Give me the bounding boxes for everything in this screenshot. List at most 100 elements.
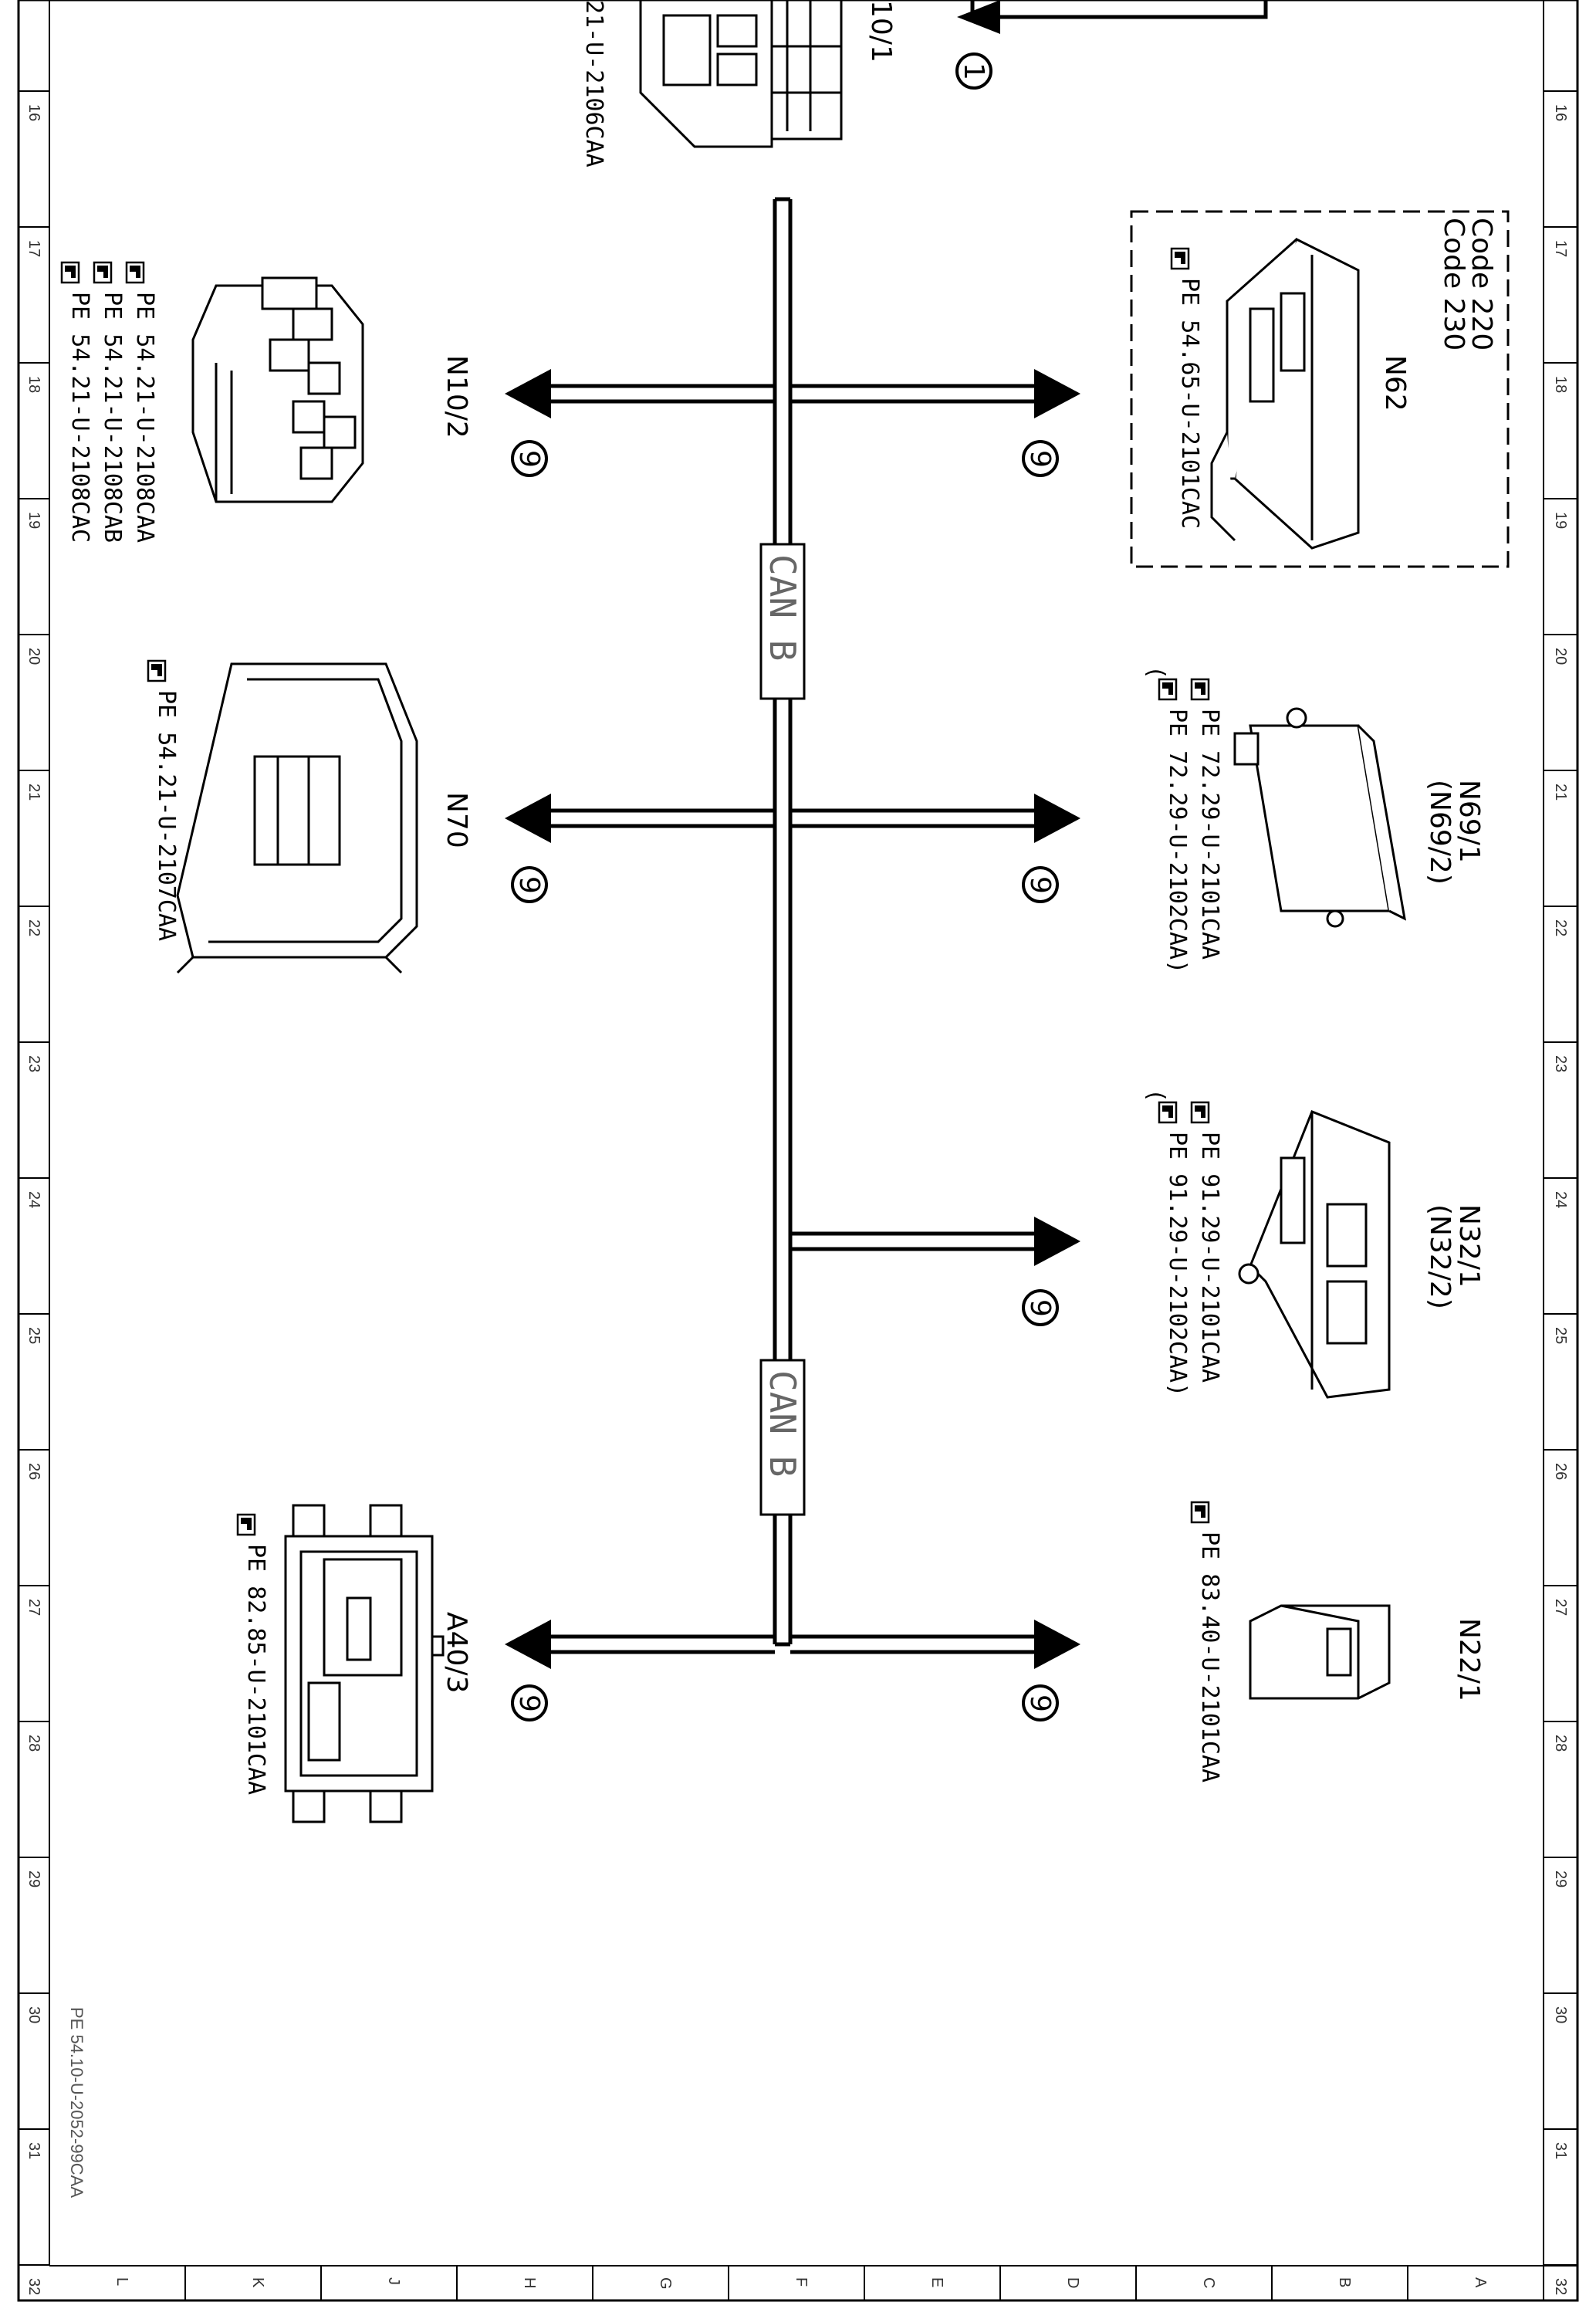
arrow-head-icon xyxy=(1034,794,1080,843)
row-number: 29 xyxy=(25,1870,42,1887)
n62-code-230: Code 230 xyxy=(1438,218,1469,350)
row-number: 25 xyxy=(1552,1327,1569,1344)
component-n22-1: N22/1 PE 83.40-U-2101CAA xyxy=(1190,1501,1485,1782)
row-number: 21 xyxy=(1552,784,1569,801)
row-number: 23 xyxy=(25,1055,42,1072)
arrow-head-icon xyxy=(505,369,551,418)
arrow-head-icon xyxy=(1034,1217,1080,1266)
top-partial-section: 1 10/1 21-U-2106CAA xyxy=(580,0,1268,168)
can-b-label-1: CAN B xyxy=(759,543,806,700)
column-letter: C xyxy=(1200,2277,1217,2288)
pointing-hand-icon xyxy=(1158,1101,1178,1124)
row-number: 27 xyxy=(25,1599,42,1616)
column-letter: D xyxy=(1064,2277,1081,2288)
svg-text:PE 82.85-U-2101CAA: PE 82.85-U-2101CAA xyxy=(242,1544,269,1795)
svg-text:PE 91.29-U-2101CAA: PE 91.29-U-2101CAA xyxy=(1196,1132,1223,1383)
arrow-head-icon xyxy=(957,0,1000,34)
n69-1-ref-2: 72.29-U-2102CAA) xyxy=(1164,750,1191,973)
row-number: 22 xyxy=(25,919,42,936)
n32-1-alt-id: (N32/2) xyxy=(1424,1204,1456,1309)
arrow-head-icon xyxy=(505,794,551,843)
column-letter: L xyxy=(113,2277,130,2286)
svg-text:(: ( xyxy=(1142,665,1169,679)
n69-1-ref-1: 72.29-U-2101CAA xyxy=(1196,750,1223,960)
drawing-number: PE 54.10-U-2052-99CAA xyxy=(67,2007,86,2198)
pointing-hand-icon xyxy=(125,261,145,284)
row-number: 21 xyxy=(25,784,42,801)
svg-text:PE 54.21-U-2107CAA: PE 54.21-U-2107CAA xyxy=(153,690,180,941)
row-number: 26 xyxy=(1552,1463,1569,1480)
pointing-hand-icon xyxy=(1190,1501,1210,1524)
arrow-head-icon xyxy=(505,1620,551,1669)
n10-2-ref-3: 54.21-U-2108CAC xyxy=(66,333,93,543)
svg-text:PE 54.21-U-2108CAC: PE 54.21-U-2108CAC xyxy=(66,292,93,543)
n62-ref: 54.65-U-2101CAC xyxy=(1176,320,1203,529)
top-partial-ref: 21-U-2106CAA xyxy=(580,0,607,168)
n70-ref: 54.21-U-2107CAA xyxy=(153,732,180,941)
row-number: 32 xyxy=(1552,2278,1569,2295)
n22-1-id: N22/1 xyxy=(1453,1618,1485,1701)
arrow-head-icons xyxy=(505,369,1080,1669)
row-number: 27 xyxy=(1552,1599,1569,1616)
module-drawing-n62 xyxy=(1210,238,1360,550)
row-number: 26 xyxy=(25,1463,42,1480)
module-drawing-a40-3 xyxy=(284,1504,445,1823)
pointing-hand-icon xyxy=(1190,678,1210,701)
pointing-hand-icon xyxy=(60,261,80,284)
row-number: 16 xyxy=(25,104,42,121)
connector-marker: 9 xyxy=(513,450,545,468)
row-number: 18 xyxy=(25,376,42,393)
svg-text:(: ( xyxy=(1142,1088,1169,1102)
row-number: 19 xyxy=(1552,512,1569,529)
n69-1-alt-id: (N69/2) xyxy=(1424,780,1456,885)
component-n10-2: N10/2 PE 54.21-U-2108CAA PE 54.21-U-2108… xyxy=(60,261,472,543)
svg-text:PE 91.29-U-2102CAA): PE 91.29-U-2102CAA) xyxy=(1164,1132,1191,1396)
svg-text:PE 54.21-U-2108CAA: PE 54.21-U-2108CAA xyxy=(131,292,158,543)
module-drawing-n70 xyxy=(176,662,418,974)
connector-marker: 9 xyxy=(1024,450,1056,468)
svg-text:PE 72.29-U-2101CAA: PE 72.29-U-2101CAA xyxy=(1196,709,1223,960)
n62-code-220: Code 220 xyxy=(1466,218,1497,350)
n70-id: N70 xyxy=(441,792,472,848)
row-number: 31 xyxy=(1552,2142,1569,2159)
module-drawing-n32-1 xyxy=(1238,1110,1391,1399)
n62-id: N62 xyxy=(1379,355,1411,411)
n22-1-ref: 83.40-U-2101CAA xyxy=(1196,1573,1223,1782)
row-number: 29 xyxy=(1552,1870,1569,1887)
connector-marker: 9 xyxy=(1024,876,1056,894)
row-number: 17 xyxy=(1552,240,1569,257)
row-number: 17 xyxy=(25,240,42,257)
row-number: 28 xyxy=(25,1735,42,1752)
component-a40-3: A40/3 PE 82.85-U-2101CAA xyxy=(236,1504,472,1823)
svg-text:PE 54.65-U-2101CAC: PE 54.65-U-2101CAC xyxy=(1176,278,1203,529)
row-number: 30 xyxy=(1552,2006,1569,2023)
n10-2-ref-1: 54.21-U-2108CAA xyxy=(131,333,158,543)
pointing-hand-icon xyxy=(93,261,113,284)
pointing-hand-icon xyxy=(1158,678,1178,701)
column-letter: H xyxy=(521,2277,538,2288)
n32-1-id: N32/1 xyxy=(1453,1204,1485,1288)
row-number: 16 xyxy=(1552,104,1569,121)
arrow-head-icon xyxy=(1034,1620,1080,1669)
n32-1-ref-2: 91.29-U-2102CAA) xyxy=(1164,1173,1191,1396)
column-letter: K xyxy=(249,2277,266,2288)
connector-marker: 9 xyxy=(1024,1694,1056,1712)
connector-marker: 9 xyxy=(1024,1299,1056,1317)
row-number: 22 xyxy=(1552,919,1569,936)
a40-3-id: A40/3 xyxy=(441,1612,472,1693)
module-drawing-n69-1 xyxy=(1233,707,1406,928)
component-n69-1: N69/1 (N69/2) PE 72.29-U-2101CAA ( PE 72… xyxy=(1142,665,1485,973)
component-n62: Code 220 Code 230 N62 PE 54.65-U-2101CAC xyxy=(1130,210,1510,568)
component-n32-1: N32/1 (N32/2) PE 91.29-U-2101CAA ( PE 91… xyxy=(1142,1088,1485,1399)
column-letter: B xyxy=(1336,2277,1353,2287)
svg-text:PE 72.29-U-2102CAA): PE 72.29-U-2102CAA) xyxy=(1164,709,1191,973)
arrow-head-icon xyxy=(1034,369,1080,418)
row-number: 18 xyxy=(1552,376,1569,393)
row-number: 28 xyxy=(1552,1735,1569,1752)
a40-3-ref: 82.85-U-2101CAA xyxy=(242,1586,269,1795)
top-circle-marker: 1 xyxy=(958,63,989,80)
